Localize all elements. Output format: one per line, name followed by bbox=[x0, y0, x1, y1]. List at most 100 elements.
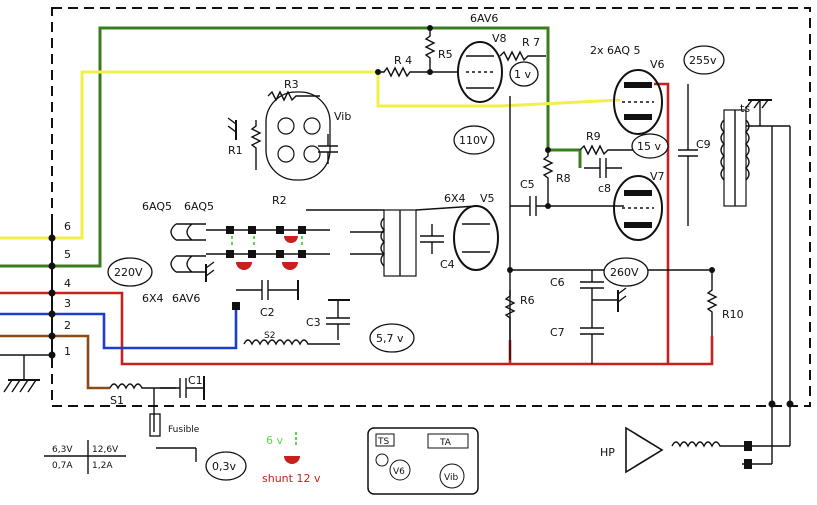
table-a1: 6,3V bbox=[52, 445, 73, 455]
legend-6v: 6 v bbox=[266, 434, 283, 447]
v8-type-label: 6AV6 bbox=[470, 12, 498, 25]
resistor-r3 bbox=[267, 90, 320, 102]
r3-label: R3 bbox=[284, 78, 299, 91]
r6-label: R6 bbox=[520, 294, 535, 307]
capacitor-c1 bbox=[160, 378, 204, 398]
terminal-6-label: 6 bbox=[64, 220, 71, 233]
chassis-outline bbox=[51, 7, 811, 407]
c5-label: C5 bbox=[520, 178, 535, 191]
capacitor-c3 bbox=[326, 300, 350, 340]
chassis-top-view bbox=[367, 427, 479, 495]
bus-yellow bbox=[0, 70, 621, 240]
filament-table bbox=[44, 440, 126, 474]
c6-label: C6 bbox=[550, 276, 565, 289]
r4-label: R 4 bbox=[394, 54, 412, 67]
bus-blue bbox=[0, 306, 238, 350]
v5-label: V5 bbox=[480, 192, 495, 205]
choke-s1 bbox=[109, 383, 176, 390]
av6-b-label: 6AV6 bbox=[172, 292, 200, 305]
bubble-220v: 220V bbox=[114, 266, 143, 279]
speaker-jack-a bbox=[744, 441, 752, 451]
v8-label: V8 bbox=[492, 32, 507, 45]
speaker-coil bbox=[671, 441, 742, 448]
bubble-255v: 255v bbox=[689, 54, 717, 67]
box-v6-label: V6 bbox=[393, 467, 405, 477]
c9-label: C9 bbox=[696, 138, 711, 151]
x4-b-label: 6X4 bbox=[142, 292, 164, 305]
switch-contacts-top bbox=[170, 223, 206, 241]
tube-v5 bbox=[453, 205, 499, 271]
s2-label: S2 bbox=[264, 331, 275, 341]
r7-label: R 7 bbox=[522, 36, 540, 49]
switch-contacts-bottom bbox=[170, 255, 206, 273]
resistor-r5 bbox=[424, 28, 436, 72]
capacitor-c9 bbox=[678, 84, 698, 226]
tube-socket-selector bbox=[206, 226, 330, 270]
resistor-r9 bbox=[579, 144, 636, 156]
bus-red bbox=[0, 291, 714, 366]
bubble-1v: 1 v bbox=[514, 68, 531, 81]
c8-label: c8 bbox=[598, 182, 611, 195]
x4-label: 6X4 bbox=[444, 192, 466, 205]
resistor-r1 bbox=[250, 120, 262, 170]
vib-label: Vib bbox=[334, 110, 351, 123]
tube-v6 bbox=[613, 69, 663, 135]
bus-red-c bbox=[654, 82, 670, 364]
r10-label: R10 bbox=[722, 308, 744, 321]
vibrator bbox=[265, 91, 331, 181]
tube-v8 bbox=[457, 41, 503, 103]
resistor-r6 bbox=[504, 290, 516, 340]
aq5-b-label: 6AQ5 bbox=[184, 200, 214, 213]
c7-label: C7 bbox=[550, 326, 565, 339]
terminal-1-label: 1 bbox=[64, 345, 71, 358]
box-vib-label: Vib bbox=[444, 473, 458, 483]
speaker-jack-b bbox=[744, 459, 752, 469]
legend-12v: shunt 12 v bbox=[262, 472, 321, 485]
resistor-r7 bbox=[499, 50, 546, 62]
r8-label: R8 bbox=[556, 172, 571, 185]
resistor-r4 bbox=[378, 66, 458, 78]
speaker-icon bbox=[625, 426, 664, 474]
terminal-3-label: 3 bbox=[64, 297, 71, 310]
terminal-strip bbox=[0, 222, 56, 393]
tube-v7 bbox=[613, 175, 663, 241]
capacitor-vib bbox=[318, 134, 338, 164]
bubble-15v: 15 v bbox=[637, 140, 661, 153]
c1-label: C1 bbox=[188, 374, 203, 387]
bus-brown bbox=[0, 334, 110, 390]
box-ts-label: TS bbox=[377, 437, 389, 447]
bubble-260v: 260V bbox=[610, 266, 639, 279]
fuse bbox=[149, 413, 161, 437]
terminal-4-label: 4 bbox=[64, 277, 71, 290]
choke-s2 bbox=[243, 339, 340, 346]
table-a2: 0,7A bbox=[52, 461, 73, 471]
box-ta-label: TA bbox=[439, 438, 452, 448]
c4-label: C4 bbox=[440, 258, 455, 271]
v6-label: V6 bbox=[650, 58, 665, 71]
output-transformer bbox=[720, 109, 750, 207]
r2-label: R2 bbox=[272, 194, 287, 207]
c3-label: C3 bbox=[306, 316, 321, 329]
capacitor-c7 bbox=[580, 300, 604, 364]
r5-label: R5 bbox=[438, 48, 453, 61]
c2-label: C2 bbox=[260, 306, 275, 319]
v7-label: V7 bbox=[650, 170, 665, 183]
capacitor-c6 bbox=[580, 270, 604, 300]
resistor-r8 bbox=[542, 150, 554, 206]
terminal-5-label: 5 bbox=[64, 248, 71, 261]
bubble-0-3v: 0,3v bbox=[212, 460, 236, 473]
v6-pair-label: 2x 6AQ 5 bbox=[590, 44, 641, 57]
bubble-110v: 110V bbox=[459, 134, 488, 147]
aq5-a-label: 6AQ5 bbox=[142, 200, 172, 213]
legend-12v-mark bbox=[284, 456, 300, 464]
table-b2: 1,2A bbox=[92, 461, 113, 471]
terminal-2-label: 2 bbox=[64, 319, 71, 332]
fusible-label: Fusible bbox=[168, 425, 200, 435]
capacitor-c2 bbox=[236, 280, 298, 300]
s1-label: S1 bbox=[110, 394, 124, 407]
power-transformer bbox=[380, 209, 417, 277]
r1-label: R1 bbox=[228, 144, 243, 157]
hp-label: HP bbox=[600, 446, 615, 459]
capacitor-c8 bbox=[584, 158, 622, 178]
